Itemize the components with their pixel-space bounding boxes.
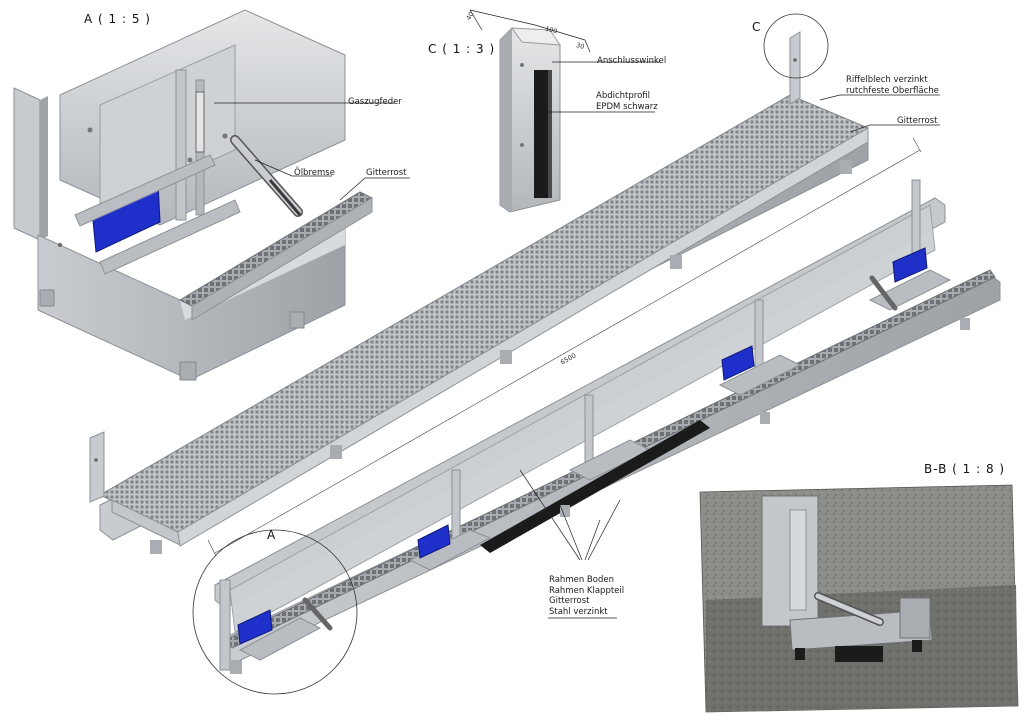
callout-gitterrost-main: Gitterrost — [897, 116, 938, 126]
frame-leaders — [519, 469, 621, 619]
callout-gitterrost-detail-a: Gitterrost — [366, 168, 407, 178]
open-frame — [214, 179, 1001, 674]
main-grate-trench — [89, 31, 870, 554]
detail-c-marker: C — [752, 20, 762, 34]
detail-c-title: C ( 1 : 3 ) — [428, 42, 496, 56]
callout-gaszugfeder: Gaszugfeder — [348, 97, 402, 107]
detail-c-dimension-lines — [469, 9, 660, 113]
callout-frame-group: Rahmen Boden Rahmen Klappteil Gitterrost… — [549, 575, 624, 617]
section-bb-view — [699, 484, 1019, 713]
callout-abdichtprofil-line1: Abdichtprofil — [596, 91, 650, 101]
detail-c-view — [499, 27, 561, 213]
detail-a-title: A ( 1 : 5 ) — [84, 12, 151, 26]
callout-riffelblech: Riffelblech verzinkt rutchfeste Oberfläc… — [846, 75, 939, 96]
callout-frame-line4: Stahl verzinkt — [549, 606, 608, 617]
callout-frame-line1: Rahmen Boden — [549, 575, 614, 585]
detail-a-view — [13, 9, 374, 381]
trench-leaders — [819, 94, 940, 133]
detail-c-marker-circle — [763, 13, 829, 79]
detail-a-marker-circle — [192, 529, 358, 695]
callout-anschlusswinkel: Anschlusswinkel — [597, 56, 667, 66]
length-dimension-line — [207, 137, 922, 557]
callout-abdichtprofil-line2: EPDM schwarz — [596, 101, 658, 112]
detail-a-leaders — [214, 102, 410, 201]
callout-abdichtprofil: Abdichtprofil EPDM schwarz — [596, 91, 658, 112]
callout-oelbremse: Ölbremse — [294, 168, 335, 178]
callout-riffelblech-line1: Riffelblech verzinkt — [846, 75, 928, 85]
callout-riffelblech-line2: rutchfeste Oberfläche — [846, 85, 939, 96]
callout-frame-line2: Rahmen Klappteil — [549, 585, 625, 596]
callout-frame-line3: Gitterrost — [549, 596, 590, 606]
section-bb-title: B-B ( 1 : 8 ) — [924, 462, 1006, 476]
detail-a-marker: A — [267, 528, 277, 542]
